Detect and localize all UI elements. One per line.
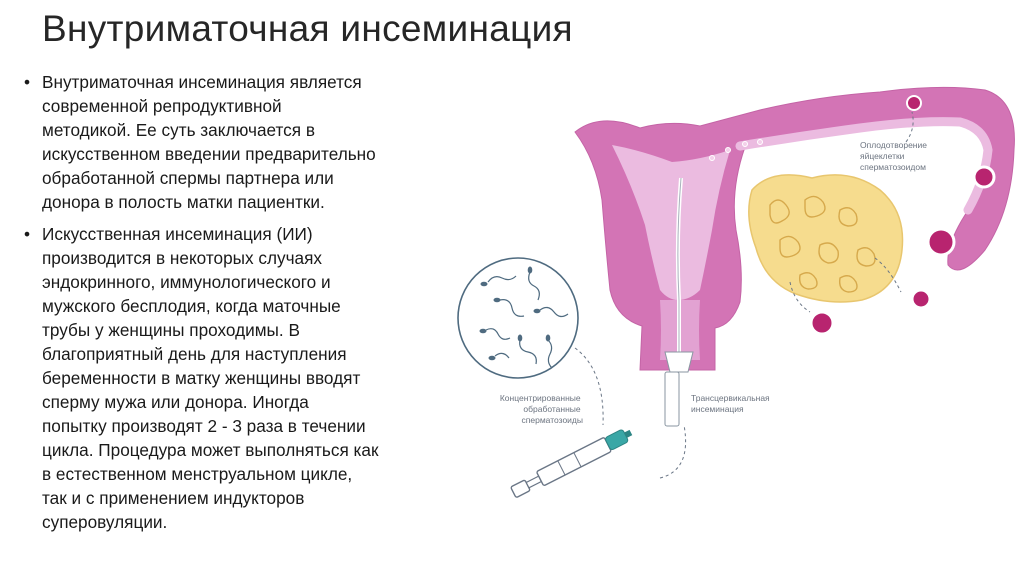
bullet-line: благоприятный день для наступления xyxy=(42,344,347,364)
syringe xyxy=(510,429,633,498)
bullet-line: эндокринного, иммунологического и xyxy=(42,272,331,292)
egg-arrow xyxy=(874,257,902,293)
fallopian-tube-inner xyxy=(735,117,993,215)
insemination-illustration: Оплодотворение яйцеклетки сперматозоидом… xyxy=(457,86,1015,498)
slide-title: Внутриматочная инсеминация xyxy=(42,8,573,49)
egg-arrow xyxy=(789,281,811,313)
catheter-tube xyxy=(664,371,680,427)
bullet-line: Внутриматочная инсеминация является xyxy=(42,72,362,92)
syringe-to-catheter-arrow xyxy=(659,424,687,479)
egg-cells xyxy=(809,95,996,336)
bullet-line: мужского бесплодия, когда маточные xyxy=(42,296,341,316)
bullet-line: трубы у женщины проходимы. В xyxy=(42,320,300,340)
bullet-line: донора в полость матки пациентки. xyxy=(42,192,325,212)
sperm-to-syringe-arrow xyxy=(574,347,604,426)
bullet-line: методикой. Ее суть заключается в xyxy=(42,120,315,140)
sperm-cells xyxy=(485,271,569,369)
bullet-list: • Внутриматочная инсеминация является со… xyxy=(22,70,454,542)
bullet-line: беременности в матку женщины вводят xyxy=(42,368,361,388)
bullet-line: обработанной спермы партнера или xyxy=(42,168,334,188)
bullet-item: • Искусственная инсеминация (ИИ) произво… xyxy=(22,222,454,534)
ovary-follicles xyxy=(769,195,876,293)
bullet-line: сперму мужа или донора. Иногда xyxy=(42,392,309,412)
ovary-shape xyxy=(748,174,904,303)
sperm-in-tube xyxy=(709,139,763,161)
bullet-icon: • xyxy=(24,72,31,92)
catheter-tip xyxy=(664,351,694,373)
bullet-line: в естественном менструальном цикле, xyxy=(42,464,353,484)
bullet-item: • Внутриматочная инсеминация является со… xyxy=(22,70,454,214)
catheter-outline xyxy=(677,177,682,352)
bullet-icon: • xyxy=(24,224,31,244)
bullet-line: Искусственная инсеминация (ИИ) xyxy=(42,224,313,244)
bullet-line: попытку производят 2 - 3 раза в течении xyxy=(42,416,366,436)
transcervical-label: Трансцервикальная инсеминация xyxy=(691,393,772,414)
fertilization-arrow xyxy=(905,111,914,143)
uterus-inner-cavity xyxy=(612,145,730,300)
bullet-line: искусственном введении предварительно xyxy=(42,144,376,164)
sperm-heads xyxy=(479,266,551,361)
bullet-line: современной репродуктивной xyxy=(42,96,282,116)
bullet-line: производится в некоторых случаях xyxy=(42,248,323,268)
magnified-sperm-circle xyxy=(457,257,579,379)
fertilization-label: Оплодотворение яйцеклетки сперматозоидом xyxy=(860,140,929,172)
sperm-label: Концентрированные обработанные сперматоз… xyxy=(500,393,583,425)
bullet-line: цикла. Процедура может выполняться как xyxy=(42,440,379,460)
bullet-line: суперовуляции. xyxy=(42,512,168,532)
bullet-line: так и с применением индукторов xyxy=(42,488,305,508)
